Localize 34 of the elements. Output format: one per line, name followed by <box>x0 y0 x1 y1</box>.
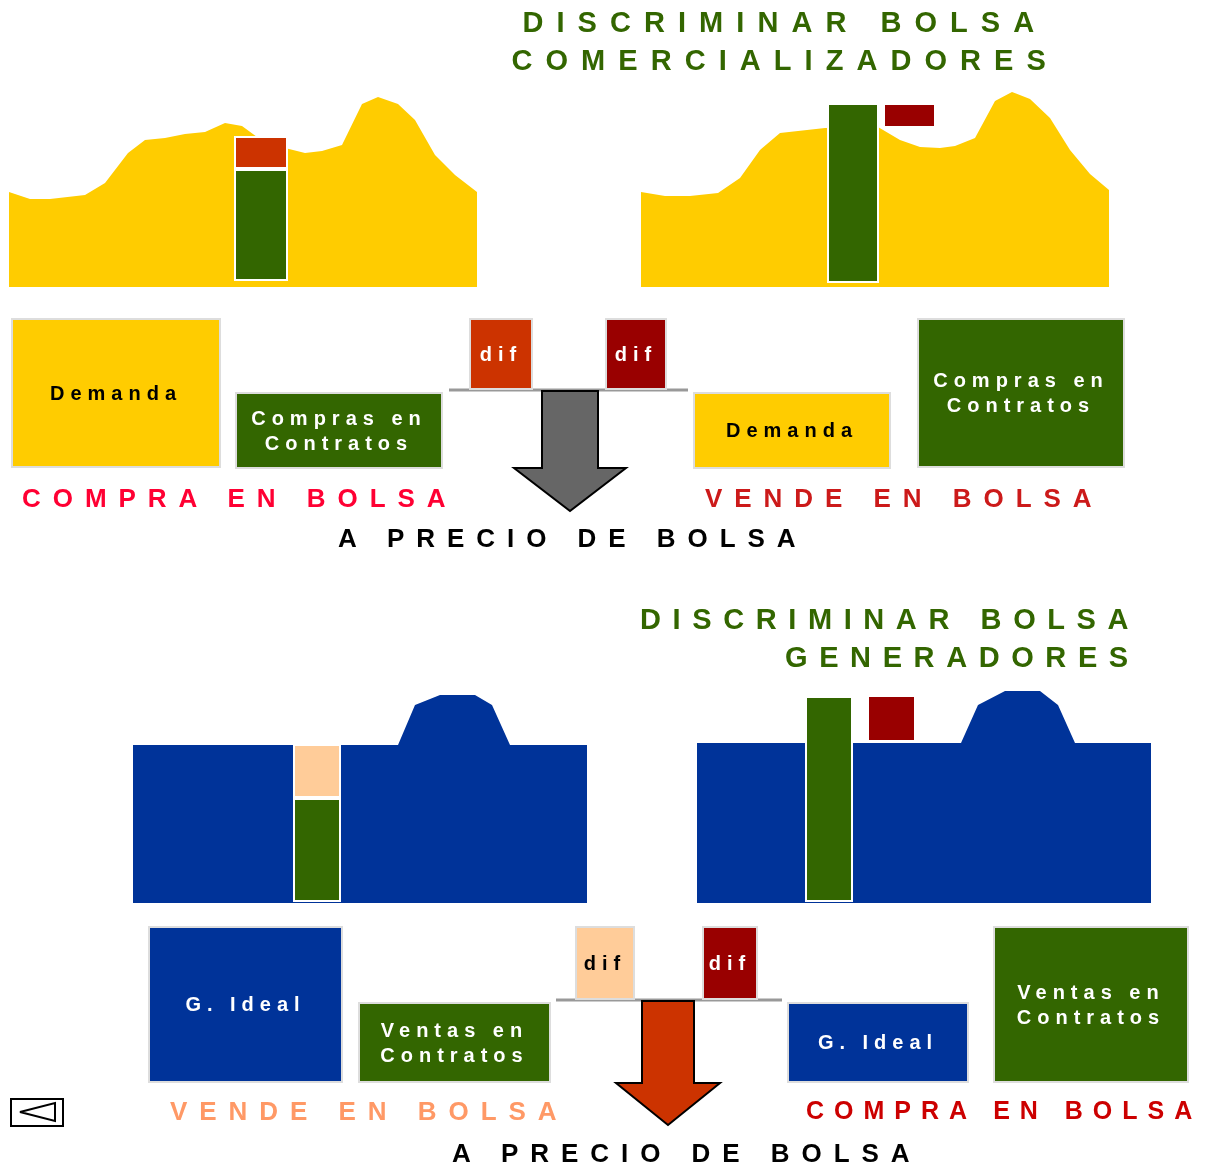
section-title: COMERCIALIZADORES <box>511 46 1059 75</box>
box-label: Compras en Contratos <box>250 405 428 456</box>
box-label: dif <box>479 341 523 367</box>
box-label: Ventas en Contratos <box>1015 979 1167 1030</box>
box-label: Demanda <box>50 380 182 406</box>
section-title: DISCRIMINAR BOLSA <box>640 605 1141 634</box>
difference-box <box>702 926 758 1000</box>
buy-label: COMPRA EN BOLSA <box>806 1098 1203 1123</box>
difference-box <box>605 318 667 390</box>
box-label: Demanda <box>726 418 858 443</box>
sell-label: VENDE EN BOLSA <box>170 1098 569 1124</box>
buy-label: COMPRA EN BOLSA <box>22 485 458 511</box>
box-label: G. Ideal <box>185 992 306 1017</box>
ideal-generation-box <box>787 1002 969 1083</box>
box-label: Ventas en Contratos <box>379 1017 530 1068</box>
contracts-box <box>993 926 1189 1083</box>
section-title: GENERADORES <box>785 643 1140 672</box>
box-label: G. Ideal <box>817 1030 939 1055</box>
price-label: A PRECIO DE BOLSA <box>452 1140 922 1166</box>
ideal-generation-box <box>148 926 343 1083</box>
difference-box <box>469 318 533 390</box>
section-title: DISCRIMINAR BOLSA <box>522 8 1048 37</box>
sell-label: VENDE EN BOLSA <box>705 485 1104 511</box>
contracts-box <box>358 1002 551 1083</box>
box-label: dif <box>614 341 658 367</box>
price-label: A PRECIO DE BOLSA <box>338 525 808 551</box>
demand-box <box>11 318 221 468</box>
contracts-box <box>235 392 443 469</box>
box-label: dif <box>583 950 627 976</box>
difference-box <box>575 926 635 1000</box>
contracts-box <box>917 318 1125 468</box>
box-label: Compras en Contratos <box>932 368 1110 418</box>
demand-box <box>693 392 891 469</box>
box-label: dif <box>708 950 752 976</box>
